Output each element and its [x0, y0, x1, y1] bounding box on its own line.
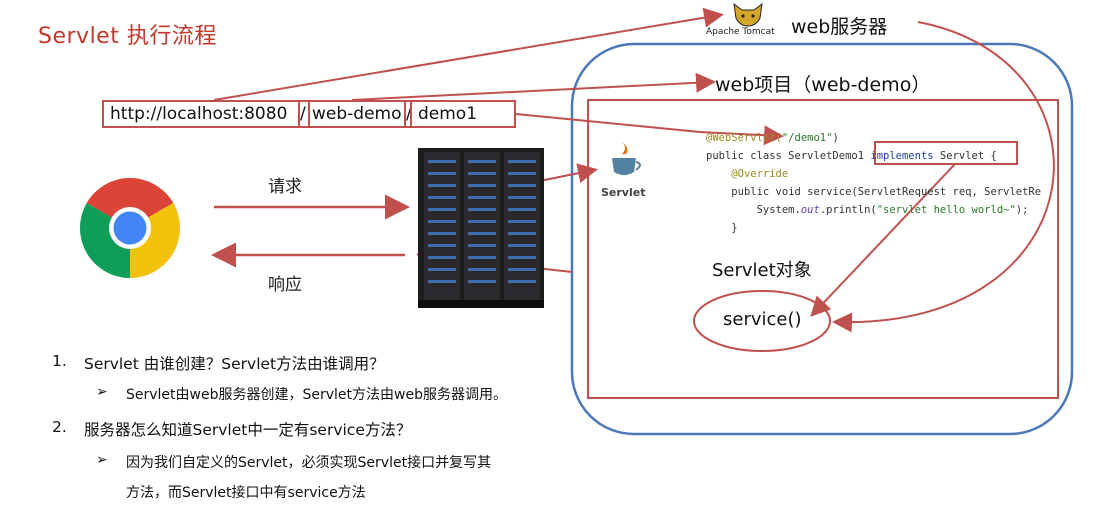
code-field: out [800, 204, 820, 216]
page-title: Servlet 执行流程 [38, 24, 217, 49]
server-rack-icon [418, 148, 544, 308]
code-text: public class ServletDemo1 [706, 150, 871, 162]
response-label: 响应 [268, 275, 302, 295]
url-separator: / [298, 100, 310, 128]
url-sep1: / [300, 104, 306, 124]
question-number: 1. [52, 352, 67, 370]
answer-text: 因为我们自定义的Servlet，必须实现Servlet接口并复写其 [126, 455, 492, 471]
code-snippet: @WebServlet("/demo1") public class Servl… [706, 129, 1041, 237]
implements-highlight [874, 141, 1018, 165]
url-bar: http://localhost:8080 / web-demo / demo1 [102, 100, 516, 130]
web-server-label: web服务器 [791, 16, 888, 38]
tomcat-logo-text: Apache Tomcat [706, 27, 775, 37]
question-text: 服务器怎么知道Servlet中一定有service方法？ [84, 421, 412, 439]
code-text: } [731, 222, 738, 234]
arrow-implements-to-service [810, 163, 956, 317]
url-project-segment: web-demo [308, 100, 406, 128]
service-method-label: service() [723, 309, 802, 330]
arrow-tomcat-to-service [832, 21, 1055, 333]
url-host-segment: http://localhost:8080 [102, 100, 300, 128]
code-text: Servlet { [933, 150, 997, 162]
url-path-segment: demo1 [410, 100, 516, 128]
url-host: http://localhost:8080 [110, 104, 288, 124]
bullet-icon: ➢ [96, 452, 108, 468]
code-string: "/demo1" [781, 132, 833, 144]
service-ellipse [693, 290, 831, 352]
code-text: .println( [819, 204, 877, 216]
chrome-icon [80, 178, 180, 278]
request-label: 请求 [268, 177, 302, 197]
bullet-icon: ➢ [96, 384, 108, 400]
web-server-container [570, 42, 1074, 436]
web-project-label: web项目（web-demo） [715, 74, 931, 96]
web-project-box [587, 99, 1059, 399]
code-text: System. [756, 204, 801, 216]
code-annotation: @WebServlet( [706, 132, 782, 144]
code-annotation: @Override [731, 168, 789, 180]
servlet-badge: Servlet [601, 186, 646, 199]
url-path: demo1 [418, 104, 478, 124]
arrow-host-to-server [213, 7, 724, 101]
code-text: ); [1015, 204, 1029, 216]
answer-text: Servlet由web服务器创建，Servlet方法由web服务器调用。 [126, 387, 507, 403]
question-number: 2. [52, 418, 67, 436]
url-sep2: / [406, 104, 412, 124]
answer-text-continued: 方法，而Servlet接口中有service方法 [126, 485, 366, 501]
code-text: ) [832, 132, 839, 144]
java-cup-icon [612, 142, 641, 175]
arrow-project-to-webapp [351, 72, 716, 101]
url-project: web-demo [312, 104, 402, 124]
arrow-path-to-annotation [515, 113, 784, 146]
question-text: Servlet 由谁创建？Servlet方法由谁调用？ [84, 355, 385, 373]
code-string: "servlet hello world~" [876, 204, 1016, 216]
code-keyword: implements [870, 150, 934, 162]
code-text: public void service(ServletRequest req, … [731, 186, 1042, 198]
servlet-object-label: Servlet对象 [712, 260, 812, 281]
tomcat-icon [733, 2, 763, 27]
